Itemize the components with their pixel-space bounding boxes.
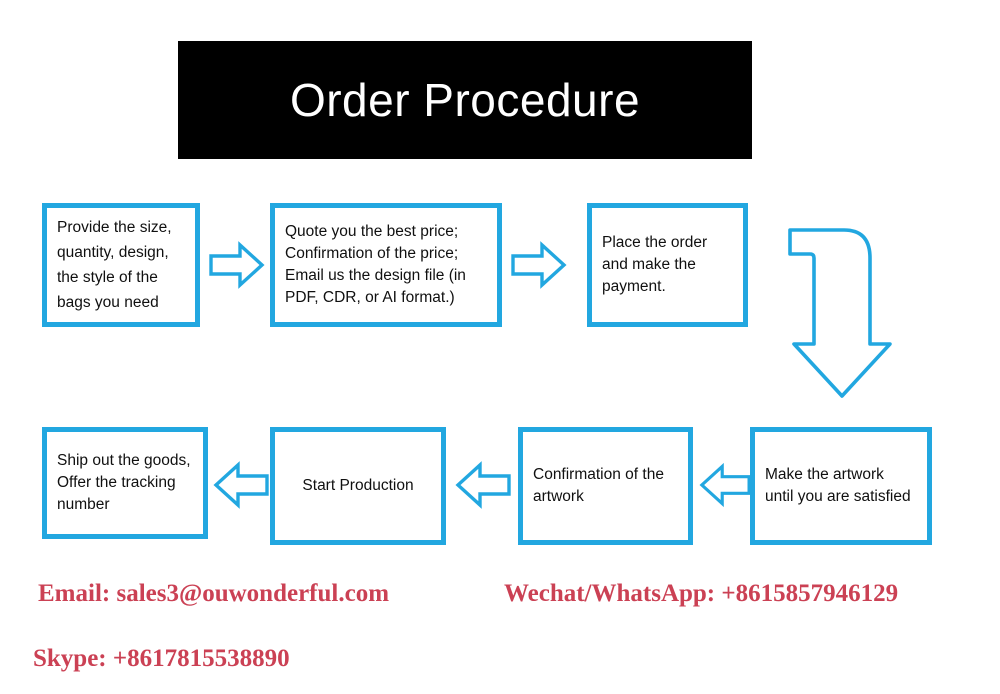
step-text-make-artwork: Make the artwork until you are satisfied (765, 466, 911, 505)
arrow-right-2 (511, 241, 567, 289)
arrow-right-1 (209, 241, 265, 289)
contact-skype: Skype: +8617815538890 (33, 645, 290, 672)
step-text-ship-goods: Ship out the goods, Offer the tracking n… (57, 452, 191, 513)
step-text-start-production: Start Production (302, 477, 414, 494)
arrow-left-3 (699, 462, 751, 508)
contact-wechat-whatsapp: Wechat/WhatsApp: +8615857946129 (504, 580, 899, 607)
step-box-place-order: Place the order and make the payment. (587, 203, 748, 327)
title-banner: Order Procedure (178, 41, 752, 159)
step-box-provide-details: Provide the size, quantity, design, the … (42, 203, 200, 327)
step-text-confirm-artwork: Confirmation of the artwork (533, 466, 664, 505)
step-text-quote-price: Quote you the best price; Confirmation o… (285, 223, 466, 306)
step-box-ship-goods: Ship out the goods, Offer the tracking n… (42, 427, 208, 539)
contact-email: Email: sales3@ouwonderful.com (38, 580, 390, 607)
step-box-quote-price: Quote you the best price; Confirmation o… (270, 203, 502, 327)
step-box-start-production: Start Production (270, 427, 446, 545)
step-box-make-artwork: Make the artwork until you are satisfied (750, 427, 932, 545)
arrow-left-2 (455, 461, 511, 509)
arrow-left-1 (213, 461, 269, 509)
step-text-place-order: Place the order and make the payment. (602, 234, 708, 295)
step-text-provide-details: Provide the size, quantity, design, the … (57, 218, 172, 312)
arrow-elbow-right-down (786, 224, 896, 400)
step-box-confirm-artwork: Confirmation of the artwork (518, 427, 693, 545)
page-title: Order Procedure (289, 74, 641, 126)
